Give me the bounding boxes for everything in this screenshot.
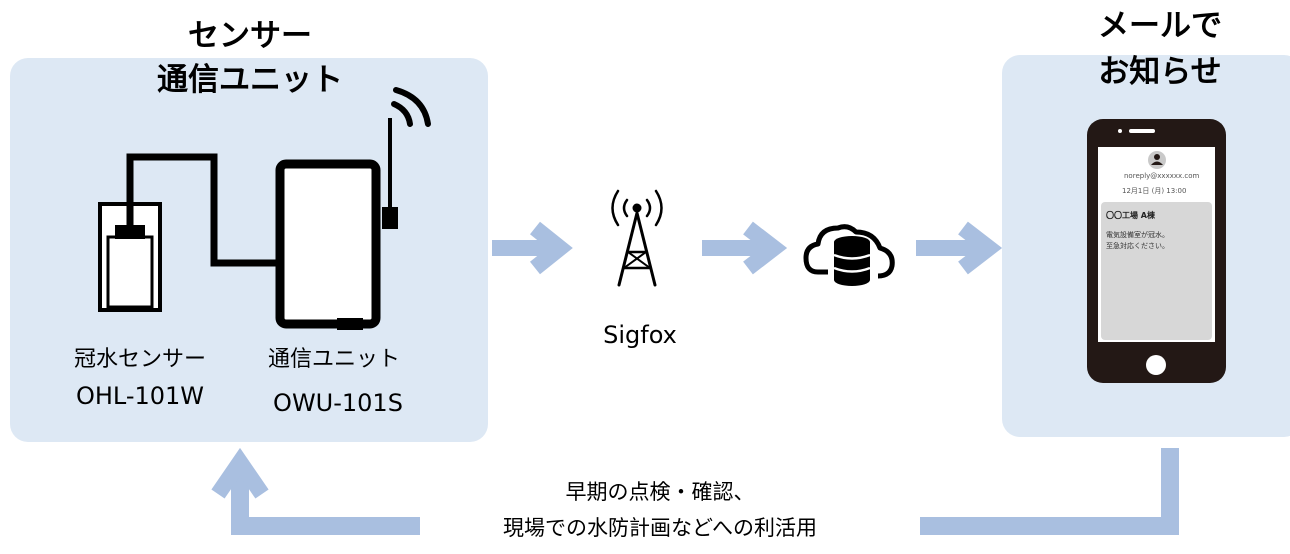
antenna-signal-icon [391, 87, 431, 127]
sigfox-label: Sigfox [603, 321, 677, 349]
sensor-unit-title-line1: センサー [188, 18, 312, 54]
arrow-right-3-icon [916, 221, 1003, 275]
email-sender: noreply@xxxxxx.com [1124, 172, 1200, 180]
email-subject: 〇〇工場 A棟 [1106, 211, 1155, 220]
communication-unit-icon [275, 118, 398, 330]
unit-name-label: 通信ユニット [267, 347, 400, 372]
email-body-line1: 電気設備室が冠水。 [1106, 231, 1169, 239]
sensor-unit-title-line2: 通信ユニット [157, 62, 343, 98]
feedback-text-line2: 現場での水防計画などへの利活用 [503, 516, 817, 540]
feedback-text-line1: 早期の点検・確認、 [565, 480, 755, 504]
email-body-line2: 至急対応ください。 [1106, 242, 1169, 250]
arrow-right-1-icon [492, 221, 573, 275]
email-date: 12月1日 (月) 13:00 [1122, 187, 1187, 195]
sigfox-tower-icon [611, 189, 663, 287]
feedback-loop-arrow [211, 447, 1179, 535]
sensor-cable [126, 153, 282, 267]
sensor-name-label: 冠水センサー [73, 347, 206, 372]
smartphone-icon [1087, 119, 1226, 383]
cloud-database-icon [803, 224, 895, 286]
arrow-right-2-icon [702, 221, 788, 275]
email-title-line2: お知らせ [1098, 54, 1222, 90]
unit-model-label: OWU-101S [273, 389, 403, 417]
sensor-model-label: OHL-101W [75, 382, 205, 410]
email-title-line1: メールで [1098, 8, 1222, 44]
